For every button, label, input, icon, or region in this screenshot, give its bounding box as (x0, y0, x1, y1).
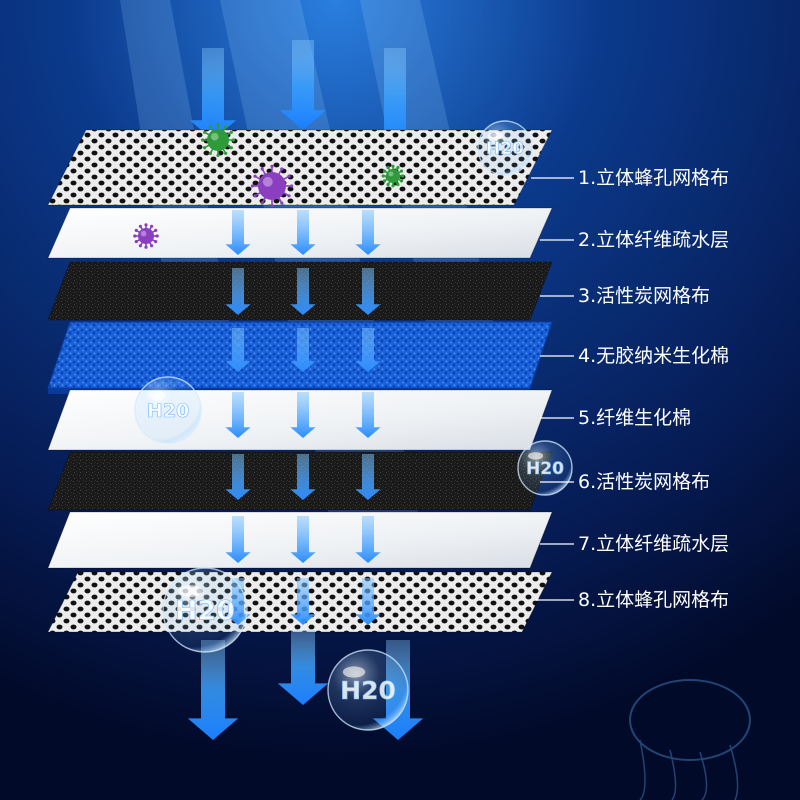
water-bubble-icon: H20 (134, 376, 202, 444)
layer-label-4: 4.无胶纳米生化棉 (578, 345, 730, 367)
flow-arrow-17 (290, 516, 316, 563)
flow-arrow-8 (290, 328, 316, 372)
flow-arrow-21 (355, 578, 381, 625)
leader-lines (531, 177, 574, 601)
flow-arrow-7 (225, 328, 251, 372)
outflow-arrow-1 (187, 640, 239, 740)
layer-label-2: 2.立体纤维疏水层 (578, 229, 730, 251)
virus-small-green-icon (381, 164, 405, 188)
layer-label-3: 3.活性炭网格布 (578, 285, 711, 307)
water-bubble-icon: H20 (162, 567, 248, 653)
flow-arrow-18 (355, 516, 381, 563)
layer-label-1: 1.立体蜂孔网格布 (578, 167, 730, 189)
inflow-arrow-3 (371, 48, 419, 150)
layer-1-honeycomb-mesh (47, 129, 553, 206)
inflow-arrow-1 (189, 48, 237, 140)
layer-label-6: 6.活性炭网格布 (578, 471, 711, 493)
layer-label-7: 7.立体纤维疏水层 (578, 533, 730, 555)
flow-arrow-5 (290, 268, 316, 315)
flow-arrow-15 (355, 454, 381, 500)
flow-arrow-4 (225, 268, 251, 315)
flow-arrow-10 (225, 392, 251, 438)
inflow-arrow-2 (279, 40, 327, 130)
outflow-arrow-2 (277, 630, 329, 705)
bubble-label: H20 (340, 676, 396, 705)
layer-label-8: 8.立体蜂孔网格布 (578, 589, 730, 611)
virus-green-icon (201, 123, 235, 157)
flow-arrow-12 (355, 392, 381, 438)
flow-arrow-20 (290, 578, 316, 625)
bubble-label: H20 (526, 459, 564, 479)
flow-arrow-14 (290, 454, 316, 500)
bubble-label: H20 (486, 139, 524, 159)
inflow-arrows (189, 40, 419, 150)
jellyfish-glow (629, 679, 751, 800)
viruses (133, 123, 405, 249)
bubble-label: H20 (147, 400, 189, 422)
water-bubble-icon: H20 (327, 649, 409, 731)
flow-arrow-2 (290, 210, 316, 255)
virus-small-purple-icon (133, 223, 159, 249)
flow-arrow-16 (225, 516, 251, 563)
flow-arrow-1 (225, 210, 251, 255)
flow-arrow-6 (355, 268, 381, 315)
flow-arrow-11 (290, 392, 316, 438)
layer-label-5: 5.纤维生化棉 (578, 407, 692, 429)
water-bubble-icon: H20 (517, 440, 573, 496)
flow-arrow-3 (355, 210, 381, 255)
bubble-label: H20 (175, 596, 235, 627)
flow-arrow-13 (225, 454, 251, 500)
flow-arrow-9 (355, 328, 381, 372)
water-bubble-icon: H20 (477, 120, 533, 176)
virus-purple-icon (250, 164, 294, 208)
